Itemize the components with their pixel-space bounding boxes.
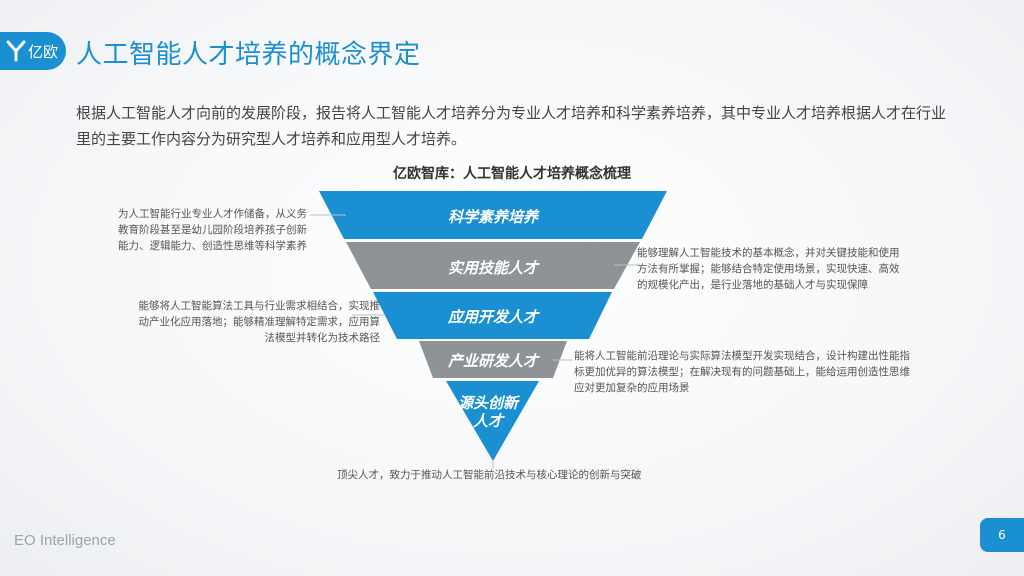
funnel-tier-2 bbox=[346, 242, 640, 289]
tier-description-3: 能够将人工智能算法工具与行业需求相结合，实现推动产业化应用落地；能够精准理解特定… bbox=[138, 300, 381, 344]
diagram-title: 亿欧智库：人工智能人才培养概念梳理 bbox=[393, 166, 631, 182]
tier-description-4: 能将人工智能前沿理论与实际算法模型开发实现结合，设计构建出性能指标更加优异的算法… bbox=[574, 350, 910, 394]
tier-label-4: 产业研发人才 bbox=[447, 352, 538, 370]
intro-paragraph: 根据人工智能人才向前的发展阶段，报告将人工智能人才培养分为专业人才培养和科学素养… bbox=[76, 104, 947, 148]
y-logo-icon bbox=[6, 40, 26, 62]
tier-label-3: 应用开发人才 bbox=[447, 308, 538, 326]
tier-label-2: 实用技能人才 bbox=[447, 259, 538, 277]
tier-description-1: 为人工智能行业专业人才作储备，从义务教育阶段甚至是幼儿园阶段培养孩子创新能力、逻… bbox=[118, 208, 307, 252]
funnel-tier-1 bbox=[319, 191, 667, 239]
tier-label-1: 科学素养培养 bbox=[447, 208, 538, 226]
funnel-tier-5 bbox=[446, 381, 539, 461]
page-number-badge: 6 bbox=[980, 518, 1024, 552]
footer-brand: EO Intelligence bbox=[14, 532, 116, 549]
tier-description-5: 顶尖人才，致力于推动人工智能前沿技术与核心理论的创新与突破 bbox=[337, 469, 642, 481]
funnel-tier-3 bbox=[373, 292, 612, 339]
page-title: 人工智能人才培养的概念界定 bbox=[76, 40, 421, 70]
brand-logo-text: 亿欧 bbox=[28, 42, 59, 61]
tier-label-5: 源头创新人才 bbox=[458, 394, 519, 430]
tier-description-2: 能够理解人工智能技术的基本概念，并对关键技能和使用方法有所掌握；能够结合特定使用… bbox=[637, 247, 900, 291]
brand-logo: 亿欧 bbox=[0, 32, 66, 70]
funnel-tier-4 bbox=[419, 341, 567, 378]
